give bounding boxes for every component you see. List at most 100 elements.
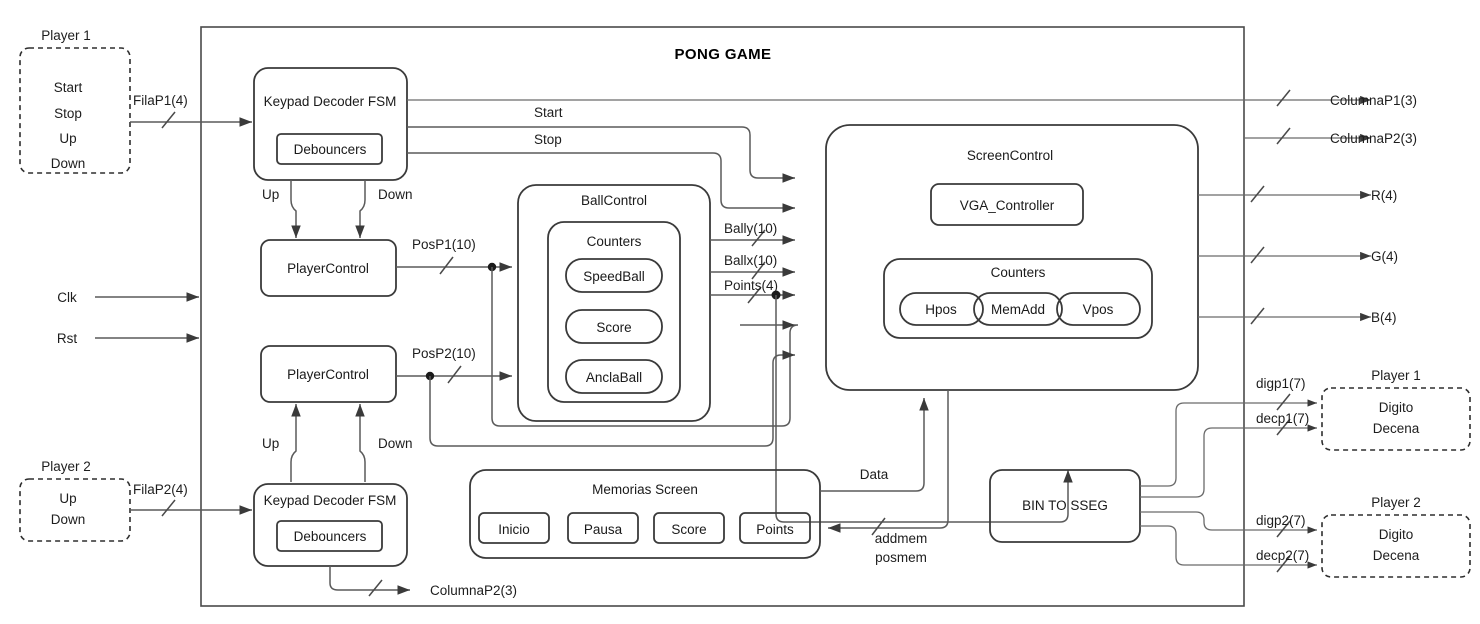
counter-score[interactable] [565,309,663,344]
counter-hpos-label: Hpos [925,302,957,317]
screen-control-label: ScreenControl [967,148,1053,163]
memoria-score-label: Score [671,522,706,537]
wire-digp2 [1140,511,1317,534]
player1-display-caption: Player 1 [1371,368,1421,383]
bus-slash-columnaP1 [1276,89,1291,107]
counter-hpos[interactable] [899,292,984,326]
counter-speedball[interactable] [565,258,663,293]
player2-signal-down: Down [51,512,86,527]
player1-signal-stop: Stop [54,106,82,121]
label-b: B(4) [1371,310,1397,325]
label-posP1: PosP1(10) [412,237,476,252]
wire-p1-down [355,180,366,239]
bus-slash-decp1 [1276,418,1291,436]
player2-display-caption: Player 2 [1371,495,1421,510]
ball-counters-group [547,221,681,403]
player1-display-decena: Decena [1373,421,1420,436]
wire-stop [407,152,796,213]
player1-input-box [19,47,131,174]
label-posmem: posmem [875,550,927,565]
wire-decp2 [1140,525,1317,569]
diagram-title: PONG GAME [675,46,772,63]
memoria-inicio[interactable] [478,512,550,544]
player-control-2-label: PlayerControl [287,367,369,382]
bus-slash-digp1 [1276,393,1291,411]
label-filaP2: FilaP2(4) [133,482,188,497]
ball-control-block[interactable] [517,184,711,422]
wire-decp1 [1140,424,1317,498]
bus-slash-filaP2 [161,499,176,517]
player1-display-box [1321,387,1471,451]
label-p2-down: Down [378,436,413,451]
label-digp2: digp2(7) [1256,513,1306,528]
bus-slash-b [1250,307,1265,325]
label-r: R(4) [1371,188,1397,203]
player1-signal-down: Down [51,156,86,171]
label-posP2: PosP2(10) [412,346,476,361]
label-addmem: addmem [875,531,928,546]
debouncers-p2[interactable] [276,520,383,552]
label-rst: Rst [57,331,77,346]
player2-signal-up: Up [59,491,76,506]
wire-start [407,126,796,183]
label-p1-down: Down [378,187,413,202]
wire-posP2-branch [429,350,796,447]
player1-signal-start: Start [54,80,83,95]
label-digp1: digp1(7) [1256,376,1306,391]
bus-slash-columnaP2-top [1276,127,1291,145]
label-data: Data [860,467,889,482]
label-p2-up: Up [262,436,279,451]
bus-slash-digp2 [1276,520,1291,538]
memorias-screen-block[interactable] [469,469,821,559]
player2-display-decena: Decena [1373,548,1420,563]
counter-memadd[interactable] [973,292,1063,326]
memoria-score[interactable] [653,512,725,544]
counter-vpos[interactable] [1056,292,1141,326]
label-bally: Bally(10) [724,221,777,236]
label-p1-up: Up [262,187,279,202]
label-stop: Stop [534,132,562,147]
ball-counters-label: Counters [587,234,642,249]
player2-input-box [19,478,131,542]
counter-score-label: Score [596,320,631,335]
debouncers-p1[interactable] [276,133,383,165]
debouncers-p1-label: Debouncers [294,142,367,157]
bus-slash-addmem [871,517,886,536]
label-ballx: Ballx(10) [724,253,777,268]
memoria-pausa-label: Pausa [584,522,623,537]
wire-data [820,397,929,492]
label-clk: Clk [57,290,77,305]
keypad-p1-label: Keypad Decoder FSM [264,94,397,109]
bus-slash-decp2 [1276,555,1291,573]
memoria-points-label: Points [756,522,794,537]
memoria-points[interactable] [739,512,811,544]
bus-slash-posP1 [439,256,454,275]
debouncers-p2-label: Debouncers [294,529,367,544]
keypad-decoder-fsm-p1[interactable] [253,67,408,181]
player-control-1[interactable] [260,239,397,297]
vga-controller-label: VGA_Controller [960,198,1055,213]
bin-to-sseg-label: BIN TO SSEG [1022,498,1108,513]
screen-control-block[interactable] [825,124,1199,391]
player1-display-digito: Digito [1379,400,1414,415]
player2-display-box [1321,514,1471,578]
player2-input-caption: Player 2 [41,459,91,474]
player1-input-caption: Player 1 [41,28,91,43]
vga-controller[interactable] [930,183,1084,226]
bus-slash-filaP1 [161,111,176,129]
counter-anclaball[interactable] [565,359,663,394]
memoria-pausa[interactable] [567,512,639,544]
screen-counters-group [883,258,1153,339]
player-control-2[interactable] [260,345,397,403]
counter-speedball-label: SpeedBall [583,269,645,284]
ball-control-label: BallControl [581,193,647,208]
wire-digp1 [1140,399,1317,487]
bus-slash-points [747,286,762,304]
wire-p2-down [355,403,366,482]
bus-slash-ballx [751,261,766,280]
label-start: Start [534,105,563,120]
screen-counters-label: Counters [991,265,1046,280]
bin-to-sseg-block[interactable] [989,469,1141,543]
wire-p2-up [290,403,301,482]
